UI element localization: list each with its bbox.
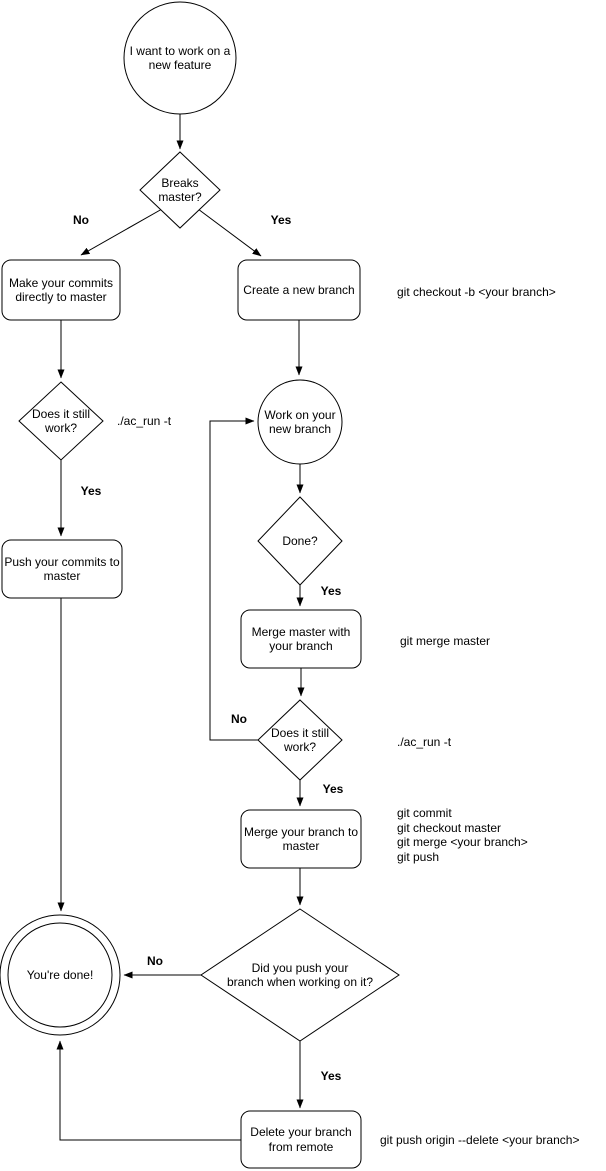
edge-label-done-yes: Yes (320, 584, 342, 598)
annotation-checkout-cmd: git checkout -b <your branch> (397, 285, 556, 299)
create-branch-box (237, 259, 361, 321)
annotation-merge-cmd-line: git merge <your branch> (397, 835, 528, 849)
edge-label-push-no: No (147, 954, 163, 968)
youre-done-inner-circle (7, 922, 113, 1028)
annotation-ac-run-right: ./ac_run -t (397, 735, 452, 749)
merge-branch-box (240, 809, 362, 869)
annotation-delete-cmd: git push origin --delete <your branch> (380, 1133, 580, 1147)
still-work-left-diamond (18, 381, 104, 461)
edge-label-still-left-yes: Yes (80, 484, 102, 498)
annotation-merge-cmd-line: git checkout master (397, 820, 502, 835)
edge-stillwork-no-loop (209, 417, 258, 741)
done-question-diamond (257, 496, 343, 586)
work-branch-circle (257, 379, 343, 465)
merge-master-box (240, 609, 362, 669)
edge-label-still-right-no: No (231, 712, 247, 726)
did-push-diamond (200, 908, 400, 1042)
annotation-merge-cmds: git commit git checkout master git merge… (397, 806, 528, 864)
delete-remote-box (240, 1110, 362, 1169)
edge-label-push-yes: Yes (320, 1069, 342, 1083)
edge-delete-to-done (56, 1040, 241, 1141)
edge-label-still-right-yes: Yes (322, 782, 344, 796)
annotation-merge-cmd-line: git push (397, 849, 440, 864)
edge-label-breaks-no: No (73, 213, 89, 227)
edge-breaks-no (80, 208, 163, 256)
push-commits-box (1, 539, 123, 599)
edge-breaks-yes (197, 208, 262, 257)
annotation-ac-run-left: ./ac_run -t (117, 414, 172, 428)
annotation-merge-master-cmd: git merge master (400, 634, 491, 648)
commit-master-box (1, 259, 121, 321)
edge-label-breaks-yes: Yes (270, 213, 292, 227)
start-circle (123, 1, 237, 115)
annotation-merge-cmd-line: git commit (397, 806, 452, 820)
still-work-right-diamond (257, 699, 343, 781)
breaks-master-diamond (139, 151, 221, 229)
